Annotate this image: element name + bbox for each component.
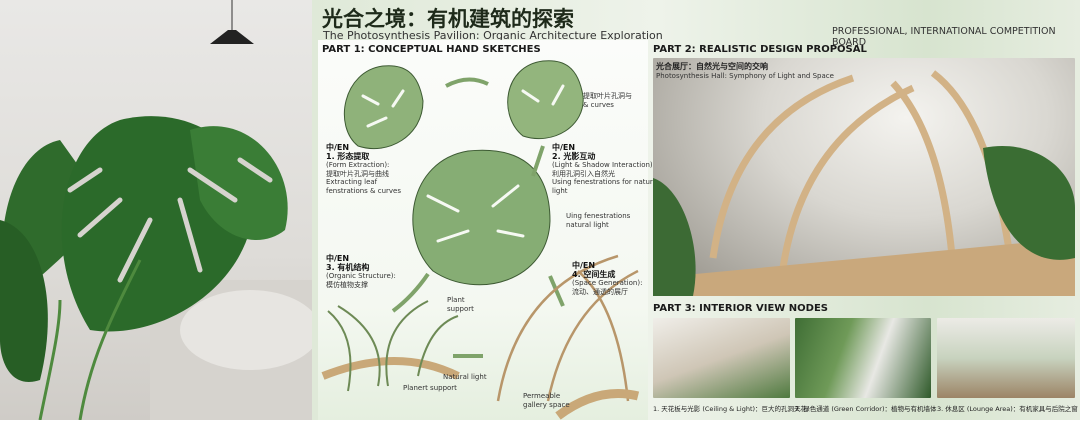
pendant-lamp [210, 30, 254, 44]
leaf-note: 提取叶片孔洞与& curves [583, 92, 632, 109]
leaf-sketch-large [412, 149, 551, 286]
hand-sketches [321, 60, 640, 420]
planert-support-label: Planert support [403, 384, 457, 392]
node-ceiling-light-image [653, 318, 790, 398]
monstera-plant-illustration [0, 0, 320, 421]
arrow-4 [548, 275, 565, 307]
organic-structure-sketch [321, 300, 460, 392]
node-caption-1: 1. 天花板与光影 (Ceiling & Light)：巨大的孔洞天花 [653, 405, 808, 413]
monstera-photo [0, 0, 320, 421]
part1-header: PART 1: CONCEPTUAL HAND SKETCHES [322, 44, 541, 55]
part3-header: PART 3: INTERIOR VIEW NODES [653, 303, 828, 314]
arrow-3 [391, 272, 430, 313]
node-caption-3: 3. 休息区 (Lounge Area)：有机家具与后院之窗 [937, 405, 1078, 413]
leaf-sketch-1 [343, 65, 424, 150]
board-title-cn: 光合之境：有机建筑的探索 [322, 7, 574, 31]
natural-light-label: Natural light [443, 373, 487, 381]
leaf-sketch-2 [507, 60, 584, 140]
space-generation-sketch [496, 254, 640, 420]
node-caption-2: 2. 绿色通道 (Green Corridor)：植物与有机墙体 [795, 405, 937, 413]
node-green-corridor-image [795, 318, 931, 398]
arrow-2 [531, 145, 545, 177]
design-proposal-render [653, 58, 1075, 296]
board-corner-label: PROFESSIONAL, INTERNATIONAL COMPETITION … [832, 26, 1056, 48]
proposal-caption-en: Photosynthesis Hall: Symphony of Light a… [656, 72, 834, 80]
board-title-en: The Photosynthesis Pavilion: Organic Arc… [323, 29, 663, 42]
pavilion-arches [653, 70, 1075, 296]
proposal-caption-cn: 光合展厅：自然光与空间的交响 [656, 62, 768, 71]
part2-header: PART 2: REALISTIC DESIGN PROPOSAL [653, 44, 867, 55]
node-lounge-area-image [937, 318, 1075, 398]
arrow-1 [445, 77, 489, 88]
